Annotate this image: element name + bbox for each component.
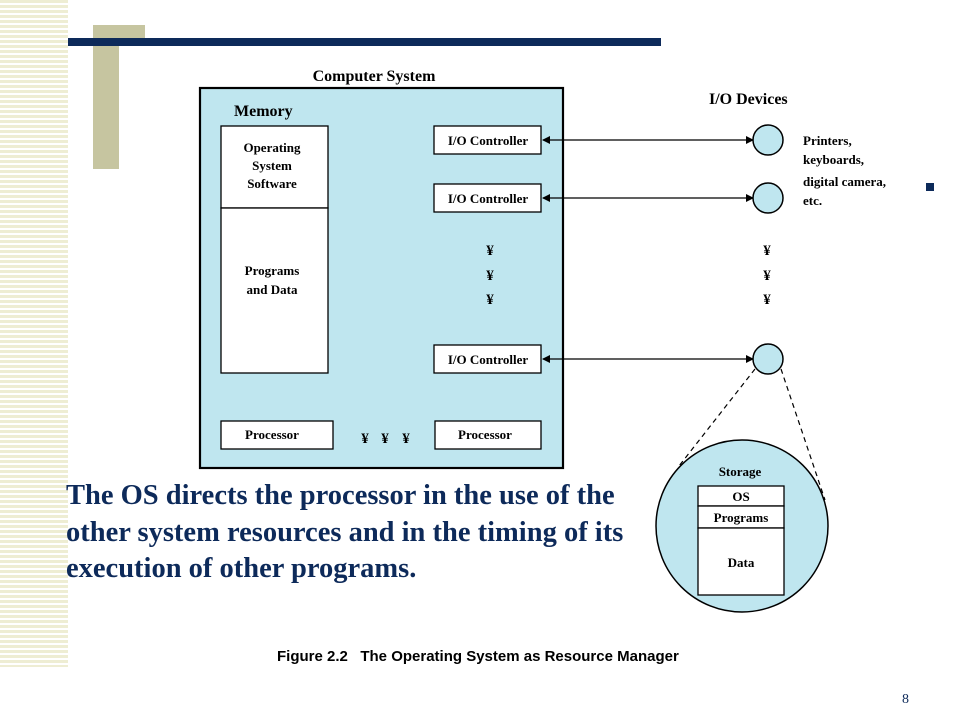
- left-decorative-stripes: [0, 0, 68, 667]
- zoom-line-left: [678, 368, 756, 467]
- io-controller-box-1: [433, 125, 542, 155]
- ellipsis-glyph: ¥: [381, 431, 389, 447]
- ellipsis-glyph: ¥: [763, 243, 771, 259]
- title-rule: [68, 38, 661, 46]
- device-circle-2: [752, 182, 784, 214]
- devices-desc-line-2: keyboards,: [803, 152, 864, 167]
- ellipsis-glyph: ¥: [763, 268, 771, 284]
- ellipsis-glyph: ¥: [486, 268, 494, 284]
- io-devices-title: I/O Devices: [709, 91, 788, 108]
- ellipsis-glyph: ¥: [361, 431, 369, 447]
- storage-programs-label: Programs: [714, 510, 769, 525]
- processor-box-1: [220, 420, 334, 450]
- page-number: 8: [902, 692, 909, 707]
- ellipsis-glyph: ¥: [763, 292, 771, 308]
- storage-os-label: OS: [732, 489, 749, 504]
- os-software-line-2: System: [252, 158, 292, 173]
- processor-box-2: [434, 420, 542, 450]
- os-software-line-1: Operating: [243, 140, 301, 155]
- io-controller-label-1: I/O Controller: [448, 133, 529, 148]
- io-controller-box-3: [433, 344, 542, 374]
- processor-label-1: Processor: [245, 427, 299, 442]
- io-controller-box-2: [433, 183, 542, 213]
- processor-label-2: Processor: [458, 427, 512, 442]
- os-software-line-3: Software: [247, 176, 297, 191]
- olive-vertical-bar: [93, 25, 119, 169]
- device-circle-3: [752, 343, 784, 375]
- programs-data-box: [220, 207, 329, 374]
- devices-desc-line-4: etc.: [803, 193, 822, 208]
- storage-data-box: [697, 527, 785, 596]
- programs-data-line-2: and Data: [247, 282, 298, 297]
- programs-data-line-1: Programs: [245, 263, 300, 278]
- figure-caption: Figure 2.2 The Operating System as Resou…: [277, 648, 679, 665]
- io-controller-label-3: I/O Controller: [448, 352, 529, 367]
- os-software-box: [220, 125, 329, 209]
- device-circle-1: [752, 124, 784, 156]
- devices-desc-line-3: digital camera,: [803, 174, 886, 189]
- ellipsis-glyph: ¥: [402, 431, 410, 447]
- storage-title: Storage: [719, 464, 762, 479]
- devices-desc-line-1: Printers,: [803, 133, 852, 148]
- bullet-square: [926, 183, 934, 191]
- slide-body-text: The OS directs the processor in the use …: [66, 480, 624, 584]
- ellipsis-glyph: ¥: [486, 292, 494, 308]
- computer-system-title: Computer System: [313, 68, 436, 85]
- memory-label: Memory: [234, 103, 293, 120]
- io-controller-label-2: I/O Controller: [448, 191, 529, 206]
- storage-data-label: Data: [728, 555, 755, 570]
- ellipsis-glyph: ¥: [486, 243, 494, 259]
